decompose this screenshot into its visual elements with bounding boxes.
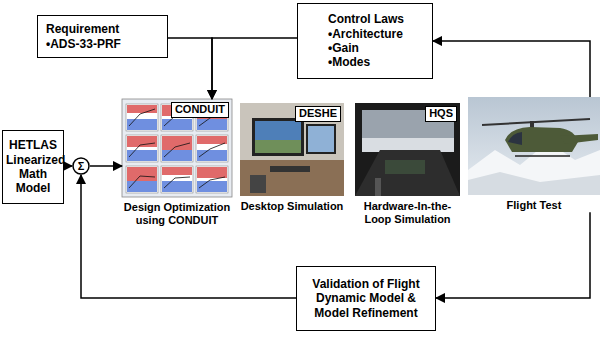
stage-caption: Hardware-In-the-Loop Simulation [355,200,460,226]
heading: Requirement [46,22,159,36]
bullet-item: •Gain [328,41,424,55]
stage-caption: Desktop Simulation [240,200,344,213]
image-tag: CONDUIT [171,102,229,118]
bullet-item: •Modes [328,55,424,69]
flow-arrow [90,165,122,167]
process-box: Requirement•ADS-33-PRF [37,15,168,58]
flow-arrow [81,175,296,298]
helicopter-photo [468,97,600,195]
image-frame: DESHE [240,103,344,196]
bullet-item: •ADS-33-PRF [46,37,159,51]
sum-symbol: Σ [72,157,90,175]
stage-image: DESHE Desktop Simulation [240,103,344,213]
flow-arrow [433,41,590,97]
stage-image: CONDUIT Design Optimization using CONDUIT [122,99,232,227]
stage-image: HQS Hardware-In-the-Loop Simulation [355,103,460,226]
bullet-item: •Architecture [328,27,424,41]
flow-arrow [212,38,297,99]
process-box: Control Laws•Architecture•Gain•Modes [297,3,433,79]
process-box: Validation of Flight Dynamic Model & Mod… [296,266,436,331]
conduit-screenshot [122,99,232,197]
image-frame [468,97,600,195]
process-box: HETLAS Linearized Math Model [2,130,64,204]
flow-arrow [64,165,72,167]
heading: Control Laws [328,12,424,26]
stage-image: Flight Test [468,97,600,212]
box-label: Validation of Flight Dynamic Model & Mod… [303,277,429,320]
simulator-photo [355,103,460,196]
stage-caption: Design Optimization using CONDUIT [122,201,232,227]
image-frame: HQS [355,103,460,196]
stage-caption: Flight Test [468,199,600,212]
summing-junction: Σ [72,157,90,175]
image-frame: CONDUIT [122,99,232,197]
flow-arrow [168,38,212,99]
flow-arrow [436,212,590,298]
desktop-photo [240,103,344,196]
image-tag: DESHE [295,106,341,122]
box-label: HETLAS Linearized Math Model [6,138,60,196]
image-tag: HQS [425,106,457,122]
